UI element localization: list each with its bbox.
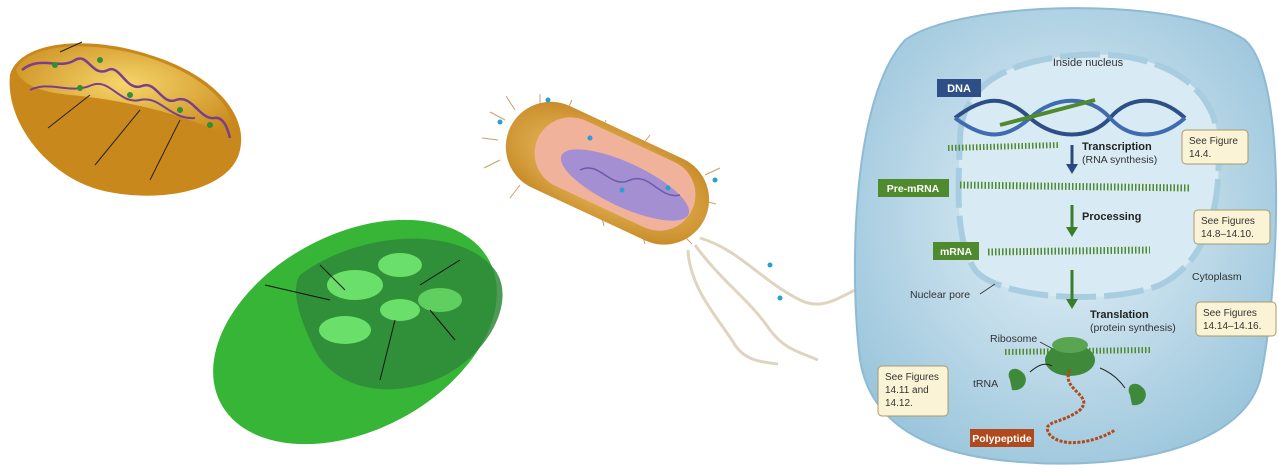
mitochondrion-illustration (10, 42, 242, 196)
transcription-subtitle: (RNA synthesis) (1082, 154, 1157, 166)
bacterium-illustration (482, 87, 855, 364)
gene-expression-panel: Inside nucleus DNA Transcription (RNA sy… (855, 8, 1276, 464)
svg-text:See Figures: See Figures (1203, 308, 1257, 319)
svg-text:14.4.: 14.4. (1189, 149, 1211, 160)
processing-title: Processing (1082, 211, 1141, 223)
translation-title: Translation (1090, 309, 1149, 321)
mrna-tag-label: mRNA (940, 246, 973, 258)
inside-nucleus-label: Inside nucleus (1053, 57, 1124, 69)
pre-mrna-tag-label: Pre-mRNA (887, 183, 940, 195)
transcription-title: Transcription (1082, 141, 1152, 153)
chloroplast-illustration (175, 174, 535, 470)
svg-text:14.14–14.16.: 14.14–14.16. (1203, 321, 1261, 332)
callout-fig-14-14: See Figures 14.14–14.16. (1196, 302, 1276, 336)
translation-subtitle: (protein synthesis) (1090, 322, 1176, 334)
svg-text:14.12.: 14.12. (885, 398, 913, 409)
polypeptide-tag-label: Polypeptide (972, 433, 1032, 445)
cytoplasm-label: Cytoplasm (1192, 271, 1242, 283)
nuclear-pore-label: Nuclear pore (910, 289, 970, 301)
svg-text:See Figure: See Figure (1189, 136, 1238, 147)
ribosome-label: Ribosome (990, 333, 1037, 345)
callout-fig-14-11: See Figures 14.11 and 14.12. (878, 366, 948, 416)
svg-text:See Figures: See Figures (885, 372, 939, 383)
svg-text:See Figures: See Figures (1201, 216, 1255, 227)
svg-text:14.11 and: 14.11 and (885, 385, 929, 396)
trna-label: tRNA (973, 378, 998, 390)
callout-fig-14-4: See Figure 14.4. (1182, 130, 1248, 164)
dna-tag-label: DNA (947, 83, 971, 95)
callout-fig-14-8: See Figures 14.8–14.10. (1194, 210, 1270, 244)
svg-text:14.8–14.10.: 14.8–14.10. (1201, 229, 1254, 240)
